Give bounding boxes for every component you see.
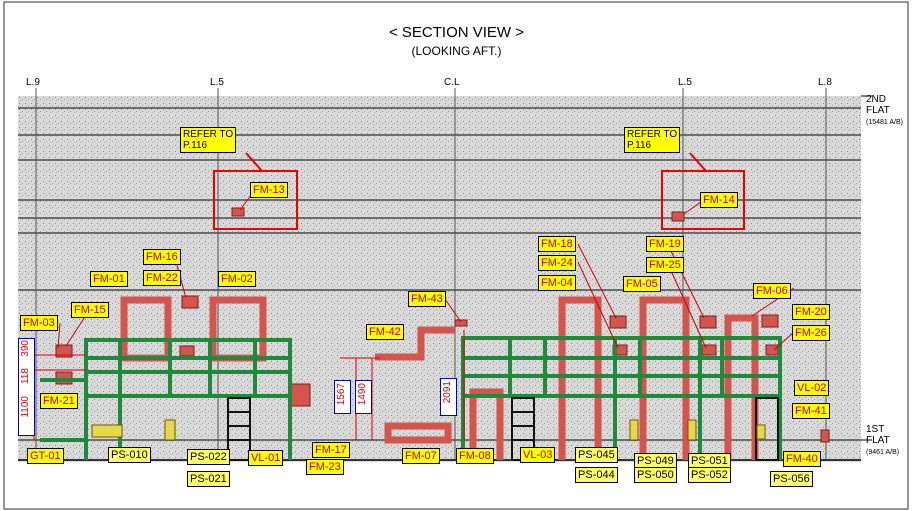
tag-fm-02: FM-02 [218, 271, 256, 287]
tag-ps-045: PS-045 [575, 447, 618, 463]
tag-ps-056: PS-056 [770, 471, 813, 487]
tag-fm-16: FM-16 [143, 249, 181, 265]
green-platforms [40, 336, 782, 460]
tag-ps-044: PS-044 [575, 467, 618, 483]
tag-fm-22: FM-22 [143, 270, 181, 286]
dimension-1490: 1490 [357, 383, 368, 406]
tag-vl-01: VL-01 [248, 450, 284, 466]
tag-fm-07: FM-07 [402, 448, 440, 464]
tag-fm-40: FM-40 [783, 451, 821, 467]
drawing-subtitle: (LOOKING AFT.) [411, 44, 502, 58]
tag-ps-051: PS-051 [688, 453, 731, 469]
tag-ps-021: PS-021 [187, 471, 230, 487]
grid-label: L.5 [210, 77, 224, 88]
tag-ps-022: PS-022 [187, 449, 230, 465]
tag-fm-13: FM-13 [250, 182, 288, 198]
dimension-box-1490 [355, 380, 372, 414]
dimension-box-left [18, 338, 35, 436]
tag-gt-01: GT-01 [27, 448, 64, 464]
dimension-2091: 2091 [442, 381, 453, 404]
tag-fm-25: FM-25 [646, 257, 684, 273]
tag-fm-26: FM-26 [792, 325, 830, 341]
red-components [55, 207, 830, 443]
tag-fm-17: FM-17 [312, 442, 350, 458]
level-1st-flat: 1ST FLAT (9461 A/B) [866, 424, 900, 456]
dimension-box-2091 [440, 378, 457, 416]
ladders [227, 397, 779, 461]
tag-vl-02: VL-02 [794, 380, 830, 396]
tag-fm-43: FM-43 [408, 291, 446, 307]
tag-fm-04: FM-04 [538, 275, 576, 291]
tag-ps-052: PS-052 [688, 467, 731, 483]
yellow-supports [91, 419, 766, 441]
tag-fm-41: FM-41 [792, 403, 830, 419]
leader-lines [57, 193, 795, 351]
drawing-title: < SECTION VIEW > [388, 24, 525, 41]
dimension-1100: 1100 [20, 396, 31, 418]
tag-fm-03: FM-03 [20, 315, 58, 331]
tag-fm-08: FM-08 [456, 448, 494, 464]
grid-label: L.8 [818, 77, 832, 88]
tag-vl-03: VL-03 [520, 447, 556, 463]
dimension-118: 118 [20, 368, 31, 384]
grid-label: L.5 [678, 77, 692, 88]
tag-fm-20: FM-20 [792, 304, 830, 320]
tag-fm-21: FM-21 [40, 393, 78, 409]
frame-border [3, 1, 909, 510]
dimension-390: 390 [20, 340, 31, 357]
tag-fm-19: FM-19 [646, 236, 684, 252]
grid-label: L.9 [26, 77, 40, 88]
tag-fm-05: FM-05 [623, 276, 661, 292]
tag-ps-010: PS-010 [108, 447, 151, 463]
grid-label: C.L [444, 77, 460, 88]
tag-fm-06: FM-06 [753, 283, 791, 299]
tag-fm-14: FM-14 [700, 192, 738, 208]
fm-14-ref-box [661, 170, 745, 230]
tag-fm-18: FM-18 [538, 236, 576, 252]
tag-fm-23: FM-23 [306, 459, 344, 475]
tag-fm-15: FM-15 [71, 302, 109, 318]
tag-fm-01: FM-01 [90, 271, 128, 287]
tag-fm-24: FM-24 [538, 255, 576, 271]
level-2nd-flat: 2ND FLAT (15481 A/B) [866, 94, 903, 126]
tag-ps-050: PS-050 [634, 467, 677, 483]
dimension-box-1567 [334, 380, 351, 414]
fm-13-ref-box [213, 170, 298, 230]
tag-fm-42: FM-42 [366, 324, 404, 340]
overhead-ducts [18, 107, 861, 441]
dimension-1567: 1567 [336, 383, 347, 406]
